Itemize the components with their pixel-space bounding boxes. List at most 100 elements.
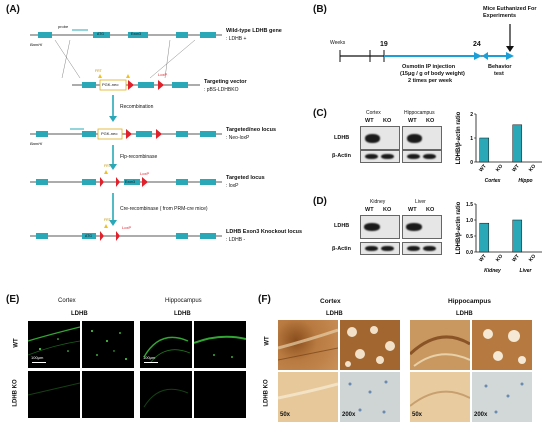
e-fluor-cortex-wt-low <box>28 321 80 368</box>
panel-label-a: (A) <box>6 4 20 15</box>
exon3-label-tl: Exon3 <box>125 180 135 184</box>
chart-c-group-label-1: Hippo <box>518 178 532 184</box>
panel-label-b: (B) <box>313 4 327 15</box>
chart-c-xtick-label-0: WT <box>478 163 488 173</box>
behavior-label-2: test <box>494 71 504 77</box>
e-scale-bar-1 <box>32 362 46 363</box>
f-hippocampus-header: Hippocampus <box>448 298 491 305</box>
behavior-label-1: Behavior <box>488 64 512 70</box>
f-row-wt: WT <box>264 336 271 346</box>
c-wt-2: WT <box>408 118 417 124</box>
targeted-locus-title: Targeted locus <box>226 175 265 181</box>
f-ihc-cortex-wt-50x <box>278 320 338 370</box>
chart-d-ytick-label-2: 1.0 <box>466 218 473 224</box>
chart-c-ylabel: LDHB/β-actin ratio <box>456 111 462 164</box>
neo-locus-sub: : Neo-loxP <box>226 135 250 141</box>
chart-d-ytick-label-3: 1.5 <box>466 202 473 208</box>
step-recombination: Recombination <box>120 104 154 110</box>
wild-type-title: Wild-type LDHB gene <box>226 28 282 34</box>
atg-label-wt: ATG <box>97 32 104 36</box>
chart-d-xtick-label-0: WT <box>478 253 488 263</box>
d-band-liver-wt <box>406 223 422 231</box>
e-fluor-hippo-wt-low <box>140 321 192 368</box>
knockout-locus-sub: : LDHB - <box>226 237 246 243</box>
chart-d-xtick-label-2: WT <box>511 253 521 263</box>
step-flp-recombinase: Flp-recombinase <box>120 154 158 160</box>
c-band-hippo-wt <box>407 134 422 143</box>
c-actin-blot-cortex <box>360 150 400 163</box>
f-ldhb-header-2: LDHB <box>456 311 473 317</box>
f-ihc-hippo-ko-200x <box>472 372 532 422</box>
chart-c-xtick-label-3: KO <box>528 163 537 173</box>
euthanized-label: Mice Euthanized For Experiments <box>483 6 537 19</box>
d-ko-2: KO <box>426 207 435 213</box>
chart-d-bar-2 <box>512 219 523 253</box>
chart-d-ylabel: LDHB/β-actin ratio <box>456 201 462 254</box>
targeting-vector-sub: : pBS-LDHBKO <box>204 87 239 93</box>
chart-d-bar-0 <box>479 222 490 253</box>
e-row-ko: LDHB KO <box>12 379 19 407</box>
chart-c-bar-2 <box>512 124 523 163</box>
d-actin-band-1 <box>365 246 378 251</box>
targeting-vector-line <box>72 74 200 91</box>
pgk-neo-label-tv: PGK-neo <box>102 82 119 87</box>
panel-label-f: (F) <box>258 294 271 305</box>
e-ldhb-header-2: LDHB <box>174 311 191 317</box>
e-ldhb-header-1: LDHB <box>71 311 88 317</box>
frt-label-tv: FRT <box>95 69 102 73</box>
chart-c-xtick-label-1: KO <box>495 163 504 173</box>
e-hippocampus-header: Hippocampus <box>165 298 202 304</box>
d-wt-1: WT <box>365 207 374 213</box>
week-24-label: 24 <box>473 41 481 48</box>
d-ldhb-blot-liver <box>402 215 442 239</box>
f-ihc-cortex-ko-50x <box>278 372 338 422</box>
e-scale-label-2: 100μm <box>143 355 156 360</box>
chart-d-group-label-0: Kidney <box>484 268 501 274</box>
step-cre-recombinase: Cre-recombinase ( from PRM-cre mice) <box>120 206 208 212</box>
c-ldhb-label: LDHB <box>334 135 350 141</box>
c-ldhb-blot-cortex <box>360 126 400 150</box>
pgk-neo-label-neo: PGK-neo <box>101 131 118 136</box>
c-actin-band-2 <box>381 154 394 159</box>
chart-c-xtick-label-2: WT <box>511 163 521 173</box>
f-ihc-cortex-wt-200x <box>340 320 400 370</box>
d-ldhb-blot-kidney <box>360 215 400 239</box>
chart-d-ytick-label-1: 0.5 <box>466 234 473 240</box>
timeline-diagram <box>339 24 514 62</box>
c-band-cortex-wt <box>365 134 380 143</box>
f-ihc-hippo-ko-50x <box>410 372 470 422</box>
f-cortex-header: Cortex <box>320 298 341 305</box>
d-band-kidney-wt <box>364 223 380 231</box>
neo-locus-line <box>30 128 222 140</box>
wild-type-gene-line <box>30 29 222 38</box>
injection-label-2: (15μg / g of body weight) <box>400 71 465 77</box>
d-ldhb-label: LDHB <box>334 223 350 229</box>
c-ko-1: KO <box>383 118 392 124</box>
panel-label-c: (C) <box>313 108 327 119</box>
probe-label: probe <box>58 24 69 29</box>
bamhi-label-wt: BamHI <box>30 42 43 47</box>
panel-label-e: (E) <box>6 294 20 305</box>
e-scale-bar-2 <box>144 362 158 363</box>
frt-label-tl: FRT <box>104 164 111 168</box>
c-actin-label: β-Actin <box>332 153 351 159</box>
c-actin-band-3 <box>407 154 420 159</box>
c-cortex-label: Cortex <box>366 110 381 116</box>
f-mag-200x-1: 200x <box>342 412 356 418</box>
e-row-wt: WT <box>13 338 20 348</box>
c-actin-band-1 <box>365 154 378 159</box>
chart-c-bar-0 <box>479 137 490 163</box>
chart-d-ytick-label-0: 0.0 <box>466 250 473 256</box>
targeted-locus-sub: : loxP <box>226 183 239 189</box>
d-ko-1: KO <box>383 207 392 213</box>
d-actin-band-3 <box>407 246 420 251</box>
injection-label-1: Osmotin IP injection <box>402 64 456 70</box>
e-fluor-cortex-ko-low <box>28 371 80 418</box>
chart-c-ytick-label-2: 2 <box>470 112 473 118</box>
d-actin-band-2 <box>381 246 394 251</box>
f-mag-200x-2: 200x <box>474 412 488 418</box>
wild-type-sub: : LDHB + <box>226 36 247 42</box>
d-actin-blot-liver <box>402 242 442 255</box>
